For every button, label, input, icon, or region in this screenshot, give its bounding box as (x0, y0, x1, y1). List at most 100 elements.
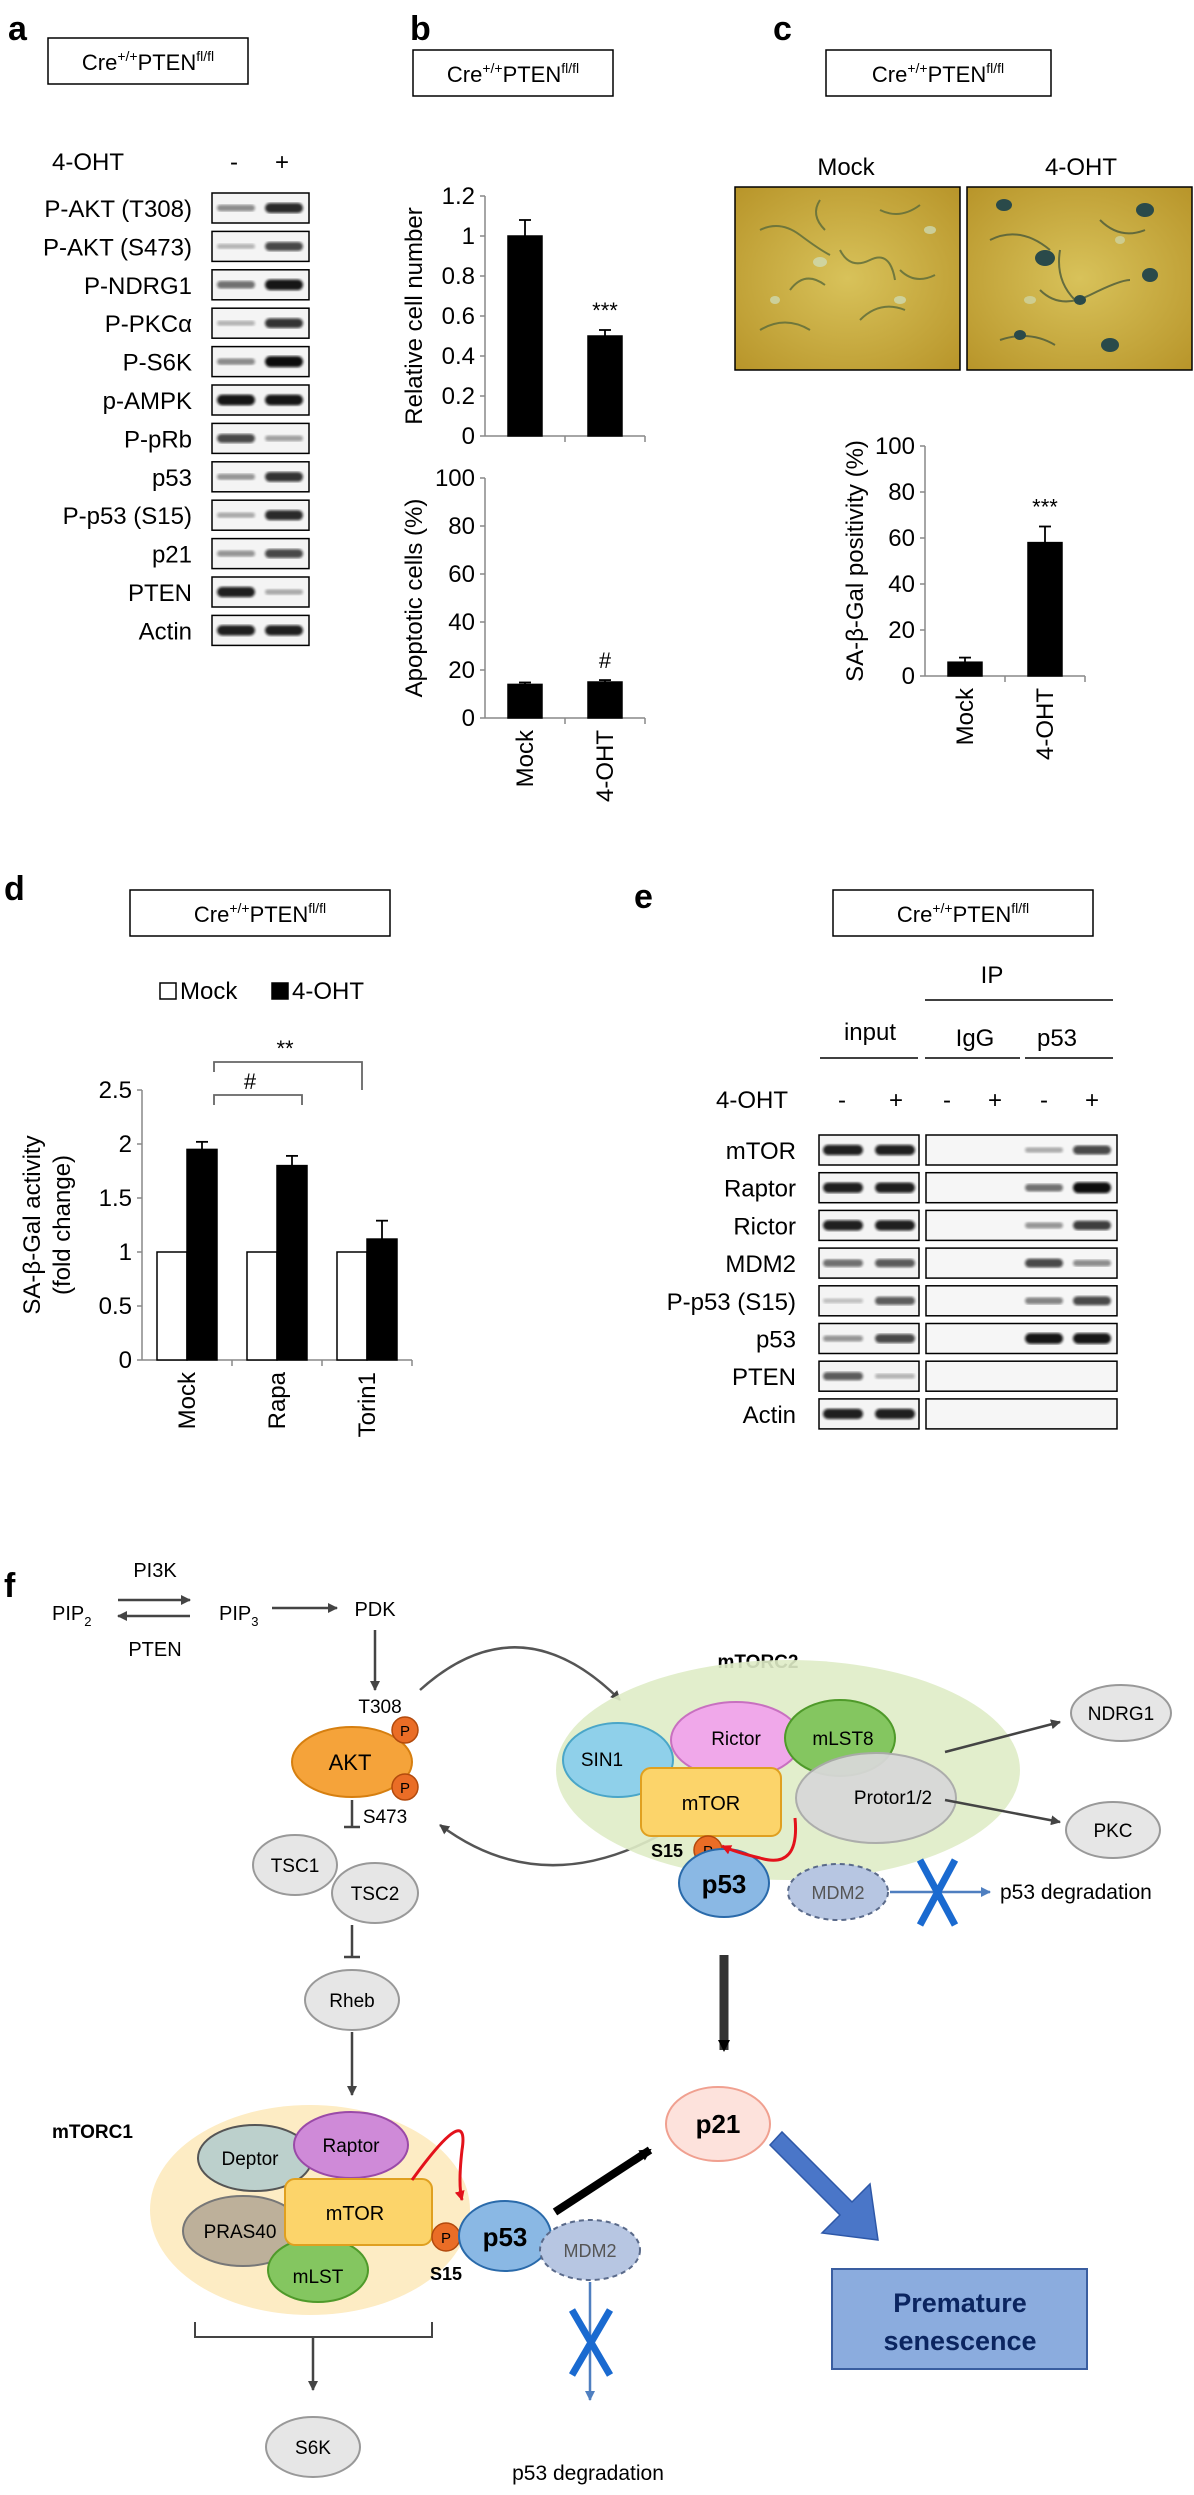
mtorc1-p53-phospho-arrow (410, 2129, 465, 2201)
blot-label-a-p21: p21 (152, 542, 192, 569)
pten-label-f: PTEN (128, 1639, 181, 1661)
blot-label-a-p53: p53 (152, 465, 192, 492)
group-label-input: input (844, 1019, 896, 1046)
mtorc2-ndrg1-arrow (944, 1719, 1061, 1754)
chart-b-top-ytick-label-4: 0.8 (442, 263, 475, 290)
blot-label-a-p-s6k: P-S6K (123, 350, 192, 377)
chart-c-ytick-label-4: 80 (888, 479, 915, 506)
pip2-label: PIP2 (52, 1603, 91, 1629)
sig-bracket-mock-torin1 (213, 1061, 363, 1090)
image-label-mock: Mock (817, 154, 875, 181)
akt-t308-p-label: P (400, 1723, 410, 1740)
chart-c-ytick-label-5: 100 (875, 433, 915, 460)
rheb-label: Rheb (329, 1991, 374, 2012)
band-a-p21-plus (265, 549, 303, 559)
band-a-p21-minus (217, 550, 255, 557)
panel-e: e Cre+/+PTENfl/fl IP input IgG p53 4-OHT… (634, 878, 1118, 1430)
mdm2-label-mtorc1: MDM2 (564, 2241, 617, 2261)
tsc2-node (331, 1862, 419, 1924)
chart-b-top-bar-4-oht (587, 335, 623, 437)
blot-label-a-p-akt-s473: P-AKT (S473) (43, 234, 192, 261)
band-e-actin-input-plus (875, 1408, 915, 1420)
chart-d-ytick-label-2: 1 (119, 1239, 132, 1266)
rictor-label: Rictor (711, 1729, 761, 1750)
genotype-box-b (412, 49, 614, 97)
p53-label-mtorc2: p53 (702, 1869, 747, 1899)
akt-s473-phospho (391, 1773, 419, 1801)
blot-label-a-p-pkc: P-PKCα (105, 311, 192, 338)
chart-b-top-ytick-label-6: 1.2 (442, 183, 475, 210)
blot-row-e-actin: Actin (743, 1398, 1118, 1430)
band-a-p-akt-s473-plus (265, 241, 303, 251)
band-a-actin-minus (217, 625, 255, 636)
band-e-rictor-ip-2 (1025, 1222, 1063, 1229)
chart-b-bottom-category-label-4-oht: 4-OHT (592, 730, 619, 802)
blot-label-a-p-akt-t308: P-AKT (T308) (44, 196, 192, 223)
mtorc1-label: mTORC1 (52, 2122, 133, 2143)
p53-degradation-label-mtorc2: p53 degradation (1000, 1881, 1152, 1904)
panel-letter-c: c (773, 10, 792, 48)
lane-label-plus-a: + (275, 149, 289, 176)
band-a-p-p53-s15-plus (265, 510, 303, 521)
protor-label: Protor1/2 (854, 1788, 932, 1809)
mtorc1-p21-arrow (552, 2146, 653, 2216)
senescence-label-line2: senescence (883, 2326, 1036, 2356)
p53-s15-p-label-mtorc1: P (441, 2230, 451, 2247)
mtor-node-mtorc1 (284, 2178, 433, 2246)
chart-b-bottom-ytick-label-4: 80 (448, 513, 475, 540)
sig-bracket-mock-rapa (213, 1094, 303, 1105)
chart-c-bar-4-oht (1027, 541, 1063, 677)
tsc2-label: TSC2 (351, 1884, 400, 1905)
genotype-label-c: Cre+/+PTENfl/fl (872, 60, 1004, 87)
chart-b-top-ytick-label-1: 0.2 (442, 383, 475, 410)
band-a-p-pkc-minus (217, 320, 255, 326)
band-e-p53-ip-2 (1025, 1333, 1063, 1344)
band-a-p-ampk-plus (265, 394, 303, 406)
genotype-box-a (47, 37, 249, 85)
chart-b-bottom-annotation-4-oht: # (599, 648, 612, 673)
blot-row-a-pten: PTEN (128, 576, 310, 608)
blot-label-e-p53: p53 (756, 1327, 796, 1354)
chart-c-category-label-mock: Mock (952, 687, 979, 745)
blot-row-a-p-akt-t308: P-AKT (T308) (44, 192, 310, 224)
protor-node (795, 1752, 957, 1844)
legend-swatch-mock (159, 982, 177, 1000)
chart-b-bottom-ytick-label-0: 0 (462, 705, 475, 732)
genotype-label-a: Cre+/+PTENfl/fl (82, 48, 214, 75)
pkc-label: PKC (1093, 1821, 1132, 1842)
ip-label: IP (981, 962, 1004, 989)
s473-label: S473 (363, 1807, 407, 1828)
chart-b-top-ytick-label-2: 0.4 (442, 343, 475, 370)
akt-node (291, 1726, 413, 1798)
blot-label-e-actin: Actin (743, 1402, 796, 1429)
legend-label-4-oht: 4-OHT (292, 978, 364, 1005)
chart-d-category-label-mock: Mock (174, 1371, 201, 1429)
chart-d-category-label-rapa: Rapa (264, 1371, 291, 1429)
band-a-p-prb-plus (265, 435, 303, 442)
p53-label-mtorc1: p53 (483, 2222, 528, 2252)
chart-c-ylabel: SA-β-Gal positivity (%) (842, 440, 869, 682)
sin1-label: SIN1 (581, 1750, 623, 1771)
panel-a: a Cre+/+PTENfl/fl 4-OHT - + P-AKT (T308)… (8, 10, 310, 647)
chart-b-top-ylabel: Relative cell number (401, 207, 428, 424)
band-a-p-akt-t308-plus (265, 203, 303, 213)
chart-c-bar-mock (947, 661, 983, 677)
blot-row-a-p-p53-s15: P-p53 (S15) (63, 499, 310, 531)
band-e-p53-ip-3 (1073, 1333, 1111, 1344)
western-blot-list-a: P-AKT (T308) P-AKT (S473) P-NDRG1P-PKCαP-S… (43, 192, 310, 647)
blot-label-a-p-ndrg1: P-NDRG1 (84, 273, 192, 300)
deptor-label: Deptor (221, 2149, 279, 2170)
band-a-p-ampk-minus (217, 394, 255, 406)
chart-c-category-label-4-oht: 4-OHT (1032, 688, 1059, 760)
lane-label-e-4: - (1040, 1087, 1048, 1114)
pi3k-label: PI3K (133, 1560, 177, 1582)
blot-row-a-p21: p21 (152, 537, 310, 570)
p53-degradation-label-mtorc1: p53 degradation (512, 2462, 664, 2485)
panel-b: b Cre+/+PTENfl/fl 00.20.40.60.811.2***Re… (401, 10, 646, 802)
blot-frame-e-ip-pten (925, 1360, 1118, 1392)
band-e-p53-input-plus (875, 1334, 915, 1343)
